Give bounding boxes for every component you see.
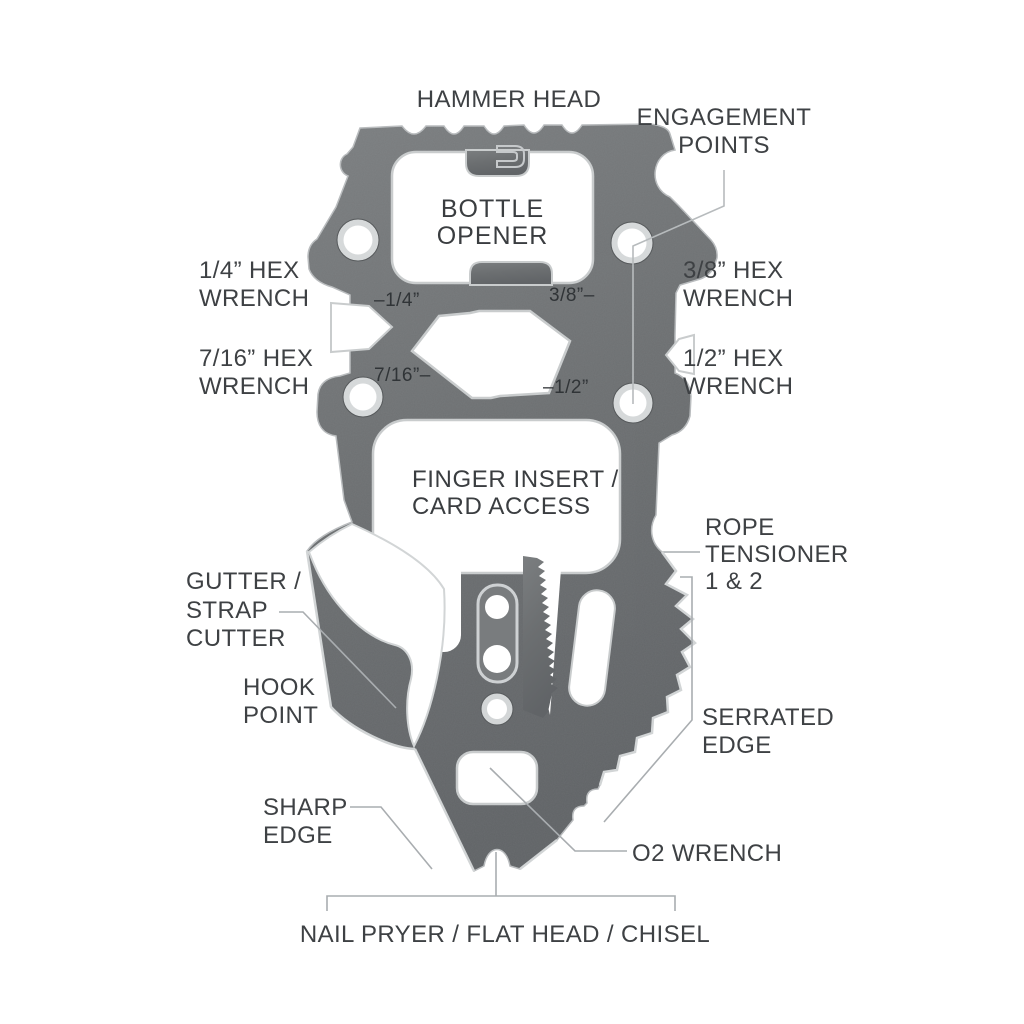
- slanted-slot: [568, 589, 616, 707]
- label-engagement-points: ENGAGEMENT POINTS: [636, 104, 812, 159]
- bottle-opener-text: BOTTLE OPENER: [436, 195, 549, 250]
- o2-wrench-slot: [455, 750, 539, 806]
- brand-logo-icon: [496, 145, 525, 168]
- right-side-wrench-slot: [664, 333, 695, 376]
- leader-engagement-points: [632, 170, 725, 404]
- label-seven-sixteenth-hex-wrench: 7/16” HEX WRENCH: [199, 345, 314, 400]
- engagement-point-holes: [336, 218, 654, 424]
- label-sharp-edge: SHARP EDGE: [263, 794, 348, 849]
- bottle-opener-lip: [469, 261, 553, 286]
- label-hook-point: HOOK POINT: [243, 674, 319, 729]
- gutter-strap-cutter-slot: [307, 522, 446, 749]
- label-serrated-edge: SERRATED EDGE: [702, 704, 835, 759]
- leader-gutter: [279, 611, 397, 709]
- label-rope-tensioner: ROPE TENSIONER 1 & 2: [705, 514, 849, 595]
- rope-tensioner-holes: [476, 583, 519, 726]
- finger-insert-text: FINGER INSERT / CARD ACCESS: [412, 466, 619, 520]
- engraving-three-eighth-inch: 3/8”–: [549, 285, 595, 306]
- label-hammer-head: HAMMER HEAD: [416, 86, 602, 113]
- tool-cutouts: [305, 145, 697, 872]
- label-quarter-hex-wrench: 1/4” HEX WRENCH: [199, 257, 310, 312]
- engraving-quarter-inch: –1/4”: [374, 290, 420, 311]
- left-side-wrench-slot: [330, 301, 394, 354]
- rope-tensioner-serration: [523, 556, 558, 718]
- leader-nail-pryer: [326, 852, 676, 911]
- label-gutter-strap-cutter: GUTTER / STRAP CUTTER: [186, 568, 302, 652]
- label-nail-pryer: NAIL PRYER / FLAT HEAD / CHISEL: [299, 921, 711, 948]
- leader-serrated-edge: [603, 576, 693, 823]
- label-three-eighth-hex-wrench: 3/8” HEX WRENCH: [683, 257, 794, 312]
- hex-wrench-cutout: [410, 309, 572, 400]
- label-half-hex-wrench: 1/2” HEX WRENCH: [683, 345, 794, 400]
- leader-sharp-edge: [350, 806, 433, 870]
- engraving-seven-sixteenth-inch: 7/16”–: [374, 365, 431, 386]
- label-o2-wrench: O2 WRENCH: [632, 840, 783, 867]
- finger-insert-cutout: [371, 418, 622, 575]
- leader-lines: [279, 170, 725, 911]
- engraving-half-inch: –1/2”: [543, 377, 589, 398]
- leader-o2-wrench: [489, 767, 627, 852]
